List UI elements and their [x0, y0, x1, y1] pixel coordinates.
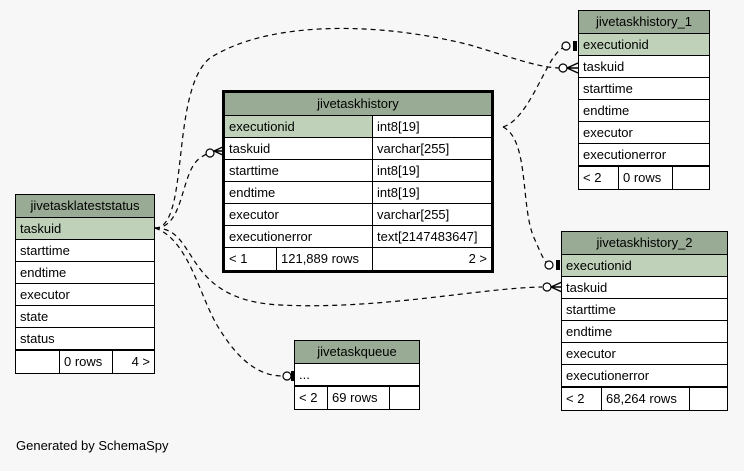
parents-link[interactable]: < 1: [225, 248, 277, 270]
row-count: 0 rows: [619, 167, 673, 189]
edge-lateststatus-queue: [154, 227, 284, 377]
table-jivetaskhistory-1[interactable]: jivetaskhistory_1 executionid taskuid st…: [578, 10, 710, 190]
table-footer: 0 rows 4 >: [16, 350, 154, 373]
table-column: ...: [295, 364, 419, 386]
row-count: 0 rows: [60, 351, 113, 373]
table-header: jivetaskqueue: [295, 341, 419, 364]
parents-link[interactable]: < 2: [579, 167, 619, 189]
table-header: jivetasklateststatus: [16, 195, 154, 218]
parents-link[interactable]: < 2: [562, 388, 602, 410]
table-footer: < 2 68,264 rows: [562, 387, 727, 410]
row-count: 121,889 rows: [277, 248, 373, 270]
table-column: endtime int8[19]: [225, 182, 491, 204]
table-column: executor: [562, 343, 727, 365]
edge-end-circle: [558, 63, 568, 73]
edge-lateststatus-history: [154, 150, 215, 229]
table-header: jivetaskhistory_2: [562, 232, 727, 255]
table-column: starttime int8[19]: [225, 160, 491, 182]
table-header: jivetaskhistory_1: [579, 11, 709, 34]
crowfoot-icon: [566, 62, 579, 74]
one-marker: [291, 371, 295, 381]
edge-history-history2: [502, 126, 552, 266]
generated-by-label: Generated by SchemaSpy: [16, 438, 169, 453]
children-link: [690, 388, 727, 410]
table-jivetaskhistory-2[interactable]: jivetaskhistory_2 executionid taskuid st…: [561, 231, 728, 411]
table-jivetaskhistory[interactable]: jivetaskhistory executionid int8[19] tas…: [222, 90, 494, 273]
one-marker: [556, 260, 560, 270]
table-column: starttime: [579, 78, 709, 100]
edge-end-circle: [205, 148, 215, 158]
table-column: executionid: [562, 255, 727, 277]
edge-lateststatus-history1: [154, 27, 563, 229]
table-column: endtime: [16, 262, 154, 284]
edge-end-circle: [544, 260, 554, 270]
edge-end-circle: [542, 282, 552, 292]
table-column: endtime: [579, 100, 709, 122]
table-column: executionid int8[19]: [225, 116, 491, 138]
children-link[interactable]: 2 >: [468, 251, 487, 266]
table-column: executor: [579, 122, 709, 144]
edge-lateststatus-history2: [154, 227, 543, 307]
children-link: [673, 167, 709, 189]
table-jivetaskqueue[interactable]: jivetaskqueue ... < 2 69 rows: [294, 340, 420, 410]
table-column: state: [16, 306, 154, 328]
table-column: executionid: [579, 34, 709, 56]
row-count: 68,264 rows: [602, 388, 690, 410]
table-column: taskuid: [562, 277, 727, 299]
parents-link[interactable]: < 2: [295, 387, 328, 409]
table-column: taskuid varchar[255]: [225, 138, 491, 160]
row-count: 69 rows: [328, 387, 390, 409]
children-link: [390, 387, 419, 409]
one-marker: [573, 41, 577, 51]
table-footer: < 2 69 rows: [295, 386, 419, 409]
table-column: starttime: [562, 299, 727, 321]
table-column: executor: [16, 284, 154, 306]
children-link[interactable]: 4 >: [131, 354, 150, 369]
table-column: endtime: [562, 321, 727, 343]
table-column: executionerror: [579, 144, 709, 166]
edge-end-circle: [282, 371, 292, 381]
table-footer: < 2 0 rows: [579, 166, 709, 189]
table-column: taskuid: [579, 56, 709, 78]
table-column: status: [16, 328, 154, 350]
table-header: jivetaskhistory: [225, 93, 491, 116]
table-jivetasklateststatus[interactable]: jivetasklateststatus taskuid starttime e…: [15, 194, 155, 374]
table-column: executionerror: [562, 365, 727, 387]
edge-end-circle: [561, 41, 571, 51]
table-footer: < 1 121,889 rows 2 >: [225, 248, 491, 270]
table-column: executor varchar[255]: [225, 204, 491, 226]
table-column: starttime: [16, 240, 154, 262]
crowfoot-icon: [550, 281, 563, 293]
table-column: executionerror text[2147483647]: [225, 226, 491, 248]
parents-link: [16, 351, 60, 373]
table-column: taskuid: [16, 218, 154, 240]
